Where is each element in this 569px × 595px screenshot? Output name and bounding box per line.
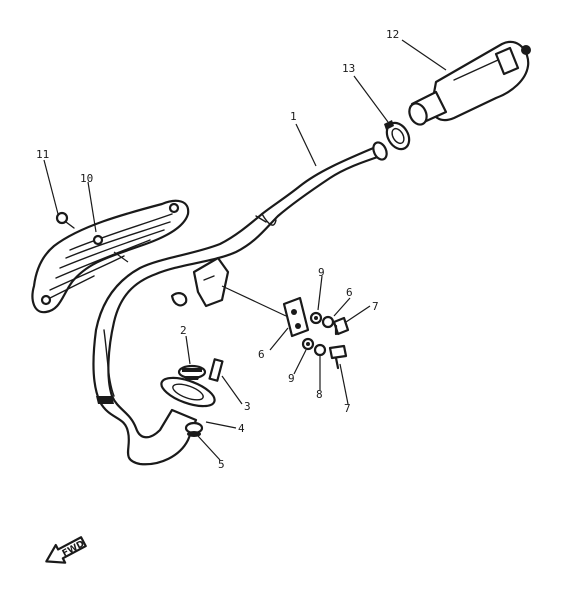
- mounting-plate: [282, 296, 310, 338]
- stud-bolt: [208, 358, 224, 382]
- forward-arrow-icon: FWD: [45, 536, 87, 564]
- gasket: [177, 364, 207, 380]
- callout-2: 2: [180, 324, 187, 337]
- callout-12: 12: [386, 28, 399, 41]
- callout-labels: 1 12 13 11 10 2 3 4 5 6 9 6 7 9 8 7 8: [36, 28, 399, 471]
- callout-9-top: 9: [318, 266, 325, 279]
- callout-1: 1: [290, 110, 297, 123]
- heat-protector: [31, 199, 190, 314]
- leader-lines: [43, 39, 447, 461]
- callout-7-bottom: 7: [344, 402, 351, 415]
- washer-upper: [309, 311, 323, 325]
- callout-11: 11: [36, 148, 49, 161]
- callout-10: 10: [80, 172, 93, 185]
- pipe-clamp: [384, 120, 411, 151]
- callout-6-right: 6: [346, 286, 353, 299]
- callout-8-bottom: 8: [316, 388, 323, 401]
- lock-washer-lower: [313, 343, 327, 357]
- callout-3: 3: [244, 400, 251, 413]
- washer-lower: [301, 337, 315, 351]
- silencer: [408, 40, 531, 126]
- bolt-upper: [332, 316, 350, 336]
- flange-nut: [184, 421, 204, 437]
- exhaust-pipe: [92, 141, 388, 466]
- callout-13: 13: [342, 62, 355, 75]
- callout-4: 4: [238, 422, 245, 435]
- callout-6-left: 6: [258, 348, 265, 361]
- callout-5: 5: [218, 458, 225, 471]
- lock-washer-upper: [321, 315, 335, 329]
- bolt-lower: [328, 344, 348, 370]
- callout-7-right: 7: [372, 300, 379, 313]
- pipe-flange: [160, 376, 216, 408]
- callout-9-bottom: 9: [288, 372, 295, 385]
- protector-screw: [55, 211, 75, 229]
